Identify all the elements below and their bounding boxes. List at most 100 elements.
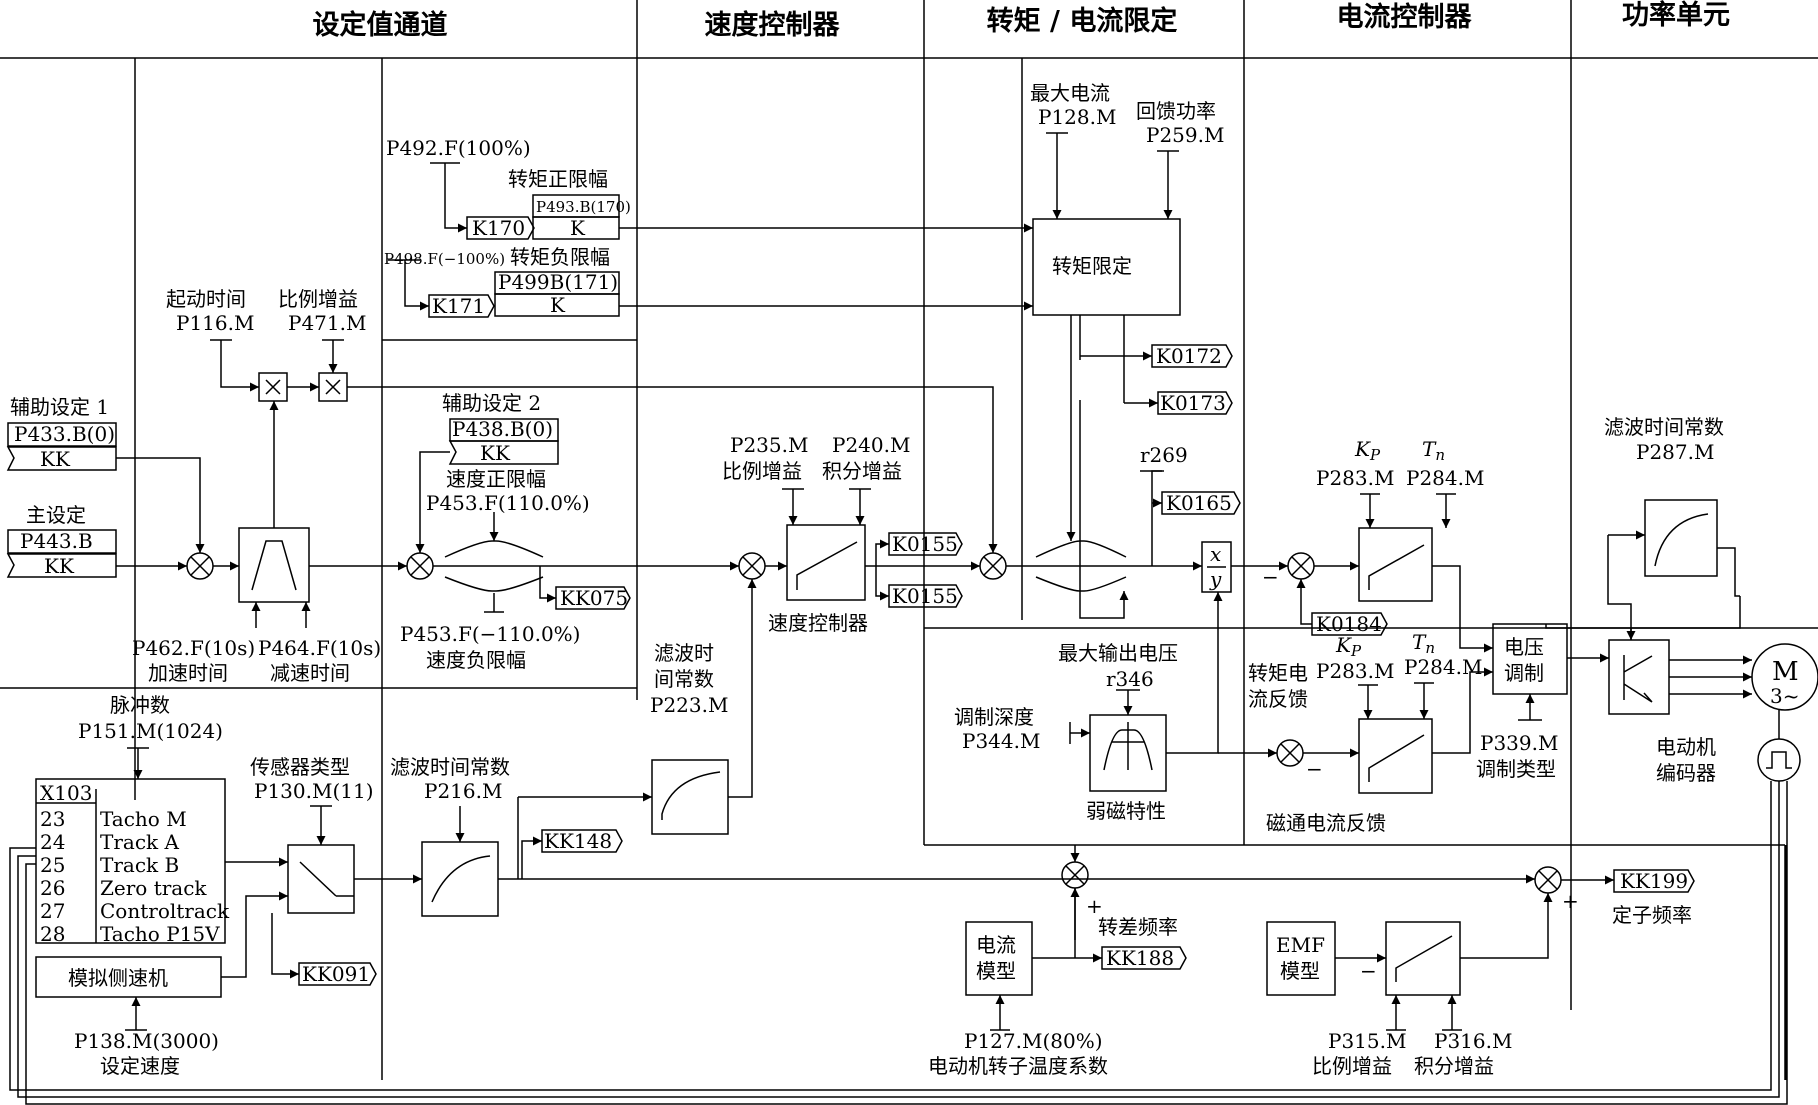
k0173-label: K0173 bbox=[1160, 391, 1226, 415]
prop-gain-315-label: 比例增益 bbox=[1312, 1054, 1392, 1078]
filter-223-label-a: 滤波时 bbox=[654, 641, 714, 665]
sum-junction-5 bbox=[1287, 552, 1315, 580]
torque-limit-block-label: 转矩限定 bbox=[1052, 254, 1132, 278]
torque-neg-limit-label: 转矩负限幅 bbox=[510, 245, 610, 269]
section-headers bbox=[0, 0, 1818, 1080]
current-pi-1 bbox=[1358, 527, 1433, 602]
p433-label: P433.B(0) bbox=[14, 422, 115, 446]
accel-time-label: 加速时间 bbox=[148, 661, 228, 685]
kk091-label: KK091 bbox=[302, 962, 370, 986]
field-weakening-block bbox=[1089, 714, 1167, 792]
p498-label: P498.F(−100%) bbox=[384, 250, 505, 268]
k-b-label: K bbox=[550, 293, 566, 317]
p116-label: P116.M bbox=[176, 311, 254, 335]
motor-m-label: M bbox=[1772, 657, 1799, 687]
terminal-number: 24 bbox=[40, 830, 65, 854]
terminal-number: 26 bbox=[40, 876, 65, 900]
p462-label: P462.F(10s) bbox=[132, 636, 255, 660]
k0165-label: K0165 bbox=[1166, 491, 1232, 515]
p316-label: P316.M bbox=[1434, 1029, 1512, 1053]
p223-label: P223.M bbox=[650, 693, 728, 717]
motor-phase-label: 3~ bbox=[1770, 684, 1799, 708]
main-setpoint-label: 主设定 bbox=[26, 503, 86, 527]
p128-label: P128.M bbox=[1038, 105, 1116, 129]
terminal-name: Tacho M bbox=[100, 807, 187, 831]
p130-label: P130.M(11) bbox=[254, 779, 374, 803]
filter-287-label: 滤波时间常数 bbox=[1604, 415, 1724, 439]
current-pi-2 bbox=[1358, 718, 1433, 794]
p443-label: P443.B bbox=[20, 529, 93, 553]
int-gain-316-label: 积分增益 bbox=[1414, 1054, 1494, 1078]
p471-label: P471.M bbox=[288, 311, 366, 335]
motor-encoder-label-b: 编码器 bbox=[1656, 761, 1716, 785]
p453-neg-label: P453.F(−110.0%) bbox=[400, 622, 581, 646]
p492-label: P492.F(100%) bbox=[386, 136, 531, 160]
slip-freq-label: 转差频率 bbox=[1098, 915, 1178, 939]
flux-fb-label: 磁通电流反馈 bbox=[1266, 811, 1386, 835]
kk075-label: KK075 bbox=[560, 586, 628, 610]
tn1-label: Tn bbox=[1422, 437, 1445, 464]
emf-label-b: 模型 bbox=[1280, 959, 1320, 983]
field-weak-label: 弱磁特性 bbox=[1086, 799, 1166, 823]
filter-216-label: 滤波时间常数 bbox=[390, 755, 510, 779]
r346-label: r346 bbox=[1106, 667, 1154, 691]
set-speed-label: 设定速度 bbox=[100, 1054, 180, 1078]
emf-label-a: EMF bbox=[1276, 933, 1325, 957]
p339-label: P339.M bbox=[1480, 731, 1558, 755]
p283-a-label: P283.M bbox=[1316, 466, 1394, 490]
terminal-name: Zero track bbox=[100, 876, 207, 900]
frac-y-label: y bbox=[1209, 567, 1222, 591]
inverter-block bbox=[1608, 639, 1670, 715]
sum-junction-4 bbox=[979, 552, 1007, 580]
signal-lines bbox=[9, 132, 1788, 1105]
x103-label: X103 bbox=[40, 781, 92, 805]
k0155-b-label: K0155 bbox=[892, 584, 958, 608]
aux-setpoint-2-label: 辅助设定 2 bbox=[442, 391, 541, 415]
sum-junction-1 bbox=[186, 552, 214, 580]
sum-junction-2 bbox=[406, 552, 434, 580]
sum-junction-3 bbox=[738, 552, 766, 580]
sensor-type-label: 传感器类型 bbox=[250, 755, 350, 779]
int-gain-label: 积分增益 bbox=[822, 459, 902, 483]
p493-label: P493.B(170) bbox=[536, 198, 631, 216]
stator-freq-label: 定子频率 bbox=[1612, 903, 1692, 927]
p344-label: P344.M bbox=[962, 729, 1040, 753]
terminal-name: Controltrack bbox=[100, 899, 230, 923]
rotor-temp-label: 电动机转子温度系数 bbox=[928, 1054, 1108, 1078]
kk-a-label: KK bbox=[40, 447, 71, 471]
k0155-a-label: K0155 bbox=[892, 532, 958, 556]
motor-encoder-label-a: 电动机 bbox=[1656, 735, 1716, 759]
multiplier-1 bbox=[258, 372, 288, 402]
aux-setpoint-1-label: 辅助设定 1 bbox=[10, 395, 109, 419]
terminal-number: 28 bbox=[40, 922, 65, 946]
k0184-label: K0184 bbox=[1316, 612, 1382, 636]
p138-label: P138.M(3000) bbox=[74, 1029, 219, 1053]
filter-223-block bbox=[651, 759, 729, 835]
speed-pos-limit-label: 速度正限幅 bbox=[446, 467, 546, 491]
current-limiter bbox=[1035, 540, 1127, 592]
kp1-label: KP bbox=[1354, 437, 1381, 464]
header-power-unit: 功率单元 bbox=[1622, 0, 1730, 31]
kk199-label: KK199 bbox=[1620, 869, 1688, 893]
p151-label: P151.M(1024) bbox=[78, 719, 223, 743]
header-current-controller: 电流控制器 bbox=[1337, 2, 1473, 33]
torque-limit-box bbox=[1032, 218, 1181, 316]
prop-gain-471-label: 比例增益 bbox=[278, 287, 358, 311]
header-setpoint-channel: 设定值通道 bbox=[313, 9, 448, 41]
terminal-number: 27 bbox=[40, 899, 65, 923]
r269-label: r269 bbox=[1140, 443, 1188, 467]
multiplier-2 bbox=[318, 372, 348, 402]
p284-a-label: P284.M bbox=[1406, 466, 1484, 490]
filter-216-block bbox=[421, 841, 499, 917]
minus-sign-2: − bbox=[1306, 757, 1323, 781]
kk188-label: KK188 bbox=[1106, 946, 1174, 970]
terminal-number: 25 bbox=[40, 853, 65, 877]
encoder-symbol bbox=[1757, 738, 1801, 782]
terminal-name: Track B bbox=[100, 853, 179, 877]
p453-pos-label: P453.F(110.0%) bbox=[426, 491, 590, 515]
sum-junction-8 bbox=[1534, 866, 1562, 894]
frac-x-label: x bbox=[1210, 542, 1221, 566]
decel-time-label: 减速时间 bbox=[270, 661, 350, 685]
filter-223-label-b: 间常数 bbox=[654, 667, 714, 691]
